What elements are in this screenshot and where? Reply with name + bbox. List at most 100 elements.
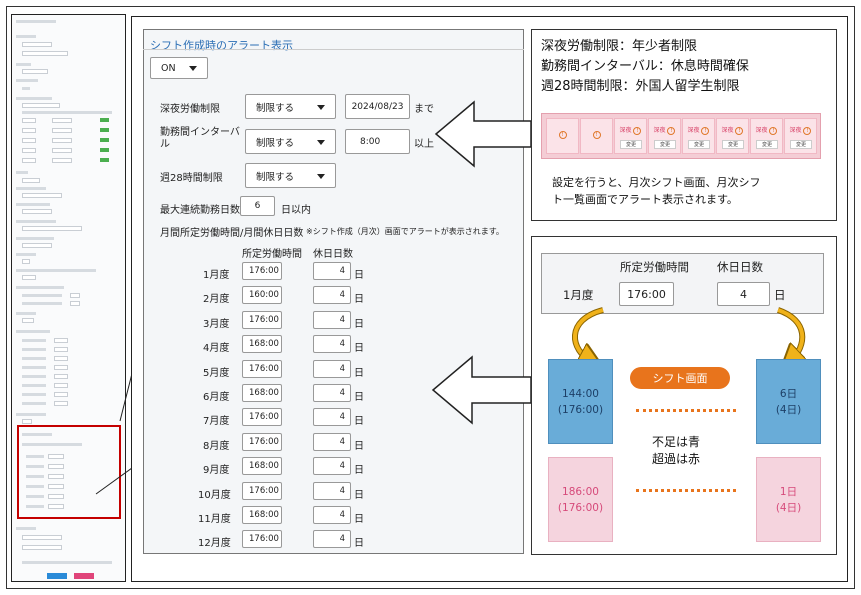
month-hours-input[interactable]: 168:00 [242, 335, 282, 354]
alert-cell: 深夜 ! 変更 [682, 118, 715, 154]
restriction-line-2: 勤務間インターバル：休息時間確保 [541, 59, 749, 74]
month-hours-input[interactable]: 176:00 [242, 359, 282, 378]
interval-label: 勤務間インターバル [160, 127, 240, 150]
warning-icon: ! [735, 127, 744, 135]
month-days-input[interactable]: 4 [313, 286, 351, 305]
change-button[interactable]: 変更 [790, 140, 812, 149]
month-label: 2月度 [203, 294, 230, 306]
month-day-unit: 日 [354, 294, 364, 306]
demo-month: 1月度 [563, 288, 594, 302]
month-label: 6月度 [203, 392, 230, 403]
demo-settings-box [541, 253, 824, 314]
alert-cell: ! [546, 118, 579, 154]
month-hours-input[interactable]: 176:00 [242, 432, 282, 451]
late-night-select-value: 制限する [256, 102, 295, 114]
shift-screen-pill: シフト画面 [630, 367, 730, 389]
alert-cell: 深夜 !変更 [750, 118, 783, 154]
late-night-date-input[interactable]: 2024/08/23 [345, 94, 410, 119]
monthly-note: ※シフト作成（月次）画面でアラートが表示されます。 [306, 227, 504, 236]
month-days-input[interactable]: 4 [313, 457, 351, 476]
excess-days-actual: 6日 [779, 387, 798, 400]
monthly-col-hours: 所定労働時間 [242, 249, 302, 260]
panel-title: シフト作成時のアラート表示 [150, 39, 293, 52]
month-day-unit: 日 [354, 489, 364, 501]
month-hours-input[interactable]: 160:00 [242, 286, 282, 305]
month-days-input[interactable]: 4 [313, 408, 351, 427]
alert-cell: 深夜 !変更 [716, 118, 749, 154]
change-button[interactable]: 変更 [722, 140, 744, 149]
demo-day-unit: 日 [774, 288, 786, 302]
month-days-input[interactable]: 4 [313, 506, 351, 524]
thumbnail-highlight-box [17, 425, 121, 519]
shortage-days-actual: 1日 [779, 485, 798, 498]
warning-icon: ! [667, 127, 676, 135]
callout-caption-line-2: ト一覧画面でアラート表示されます。 [552, 193, 738, 206]
month-days-input[interactable]: 4 [313, 262, 351, 280]
change-button[interactable]: 変更 [654, 140, 676, 149]
dotted-line-top [636, 409, 736, 412]
month-days-input[interactable]: 4 [313, 310, 351, 329]
month-day-unit: 日 [354, 343, 364, 355]
weekly-28h-select-value: 制限する [256, 171, 295, 183]
excess-hours-cell: 186:00 (176:00) [548, 457, 613, 542]
alert-cell-label: 深夜 [687, 127, 700, 134]
warning-icon: ! [592, 131, 601, 139]
late-night-select[interactable]: 制限する [245, 94, 336, 119]
interval-select[interactable]: 制限する [245, 129, 336, 154]
weekly-28h-select[interactable]: 制限する [245, 163, 336, 188]
demo-col-hours: 所定労働時間 [620, 260, 689, 274]
warning-icon: ! [769, 127, 778, 135]
monthly-label: 月間所定労働時間/月間休日日数 [160, 228, 304, 239]
demo-days-input: 4 [717, 282, 770, 306]
month-hours-input[interactable]: 168:00 [242, 384, 282, 402]
month-day-unit: 日 [354, 416, 364, 428]
legend-shortage: 不足は青 [652, 435, 701, 449]
shortage-hours-actual: 144:00 [562, 387, 599, 400]
alert-toggle-select[interactable]: ON [150, 57, 208, 79]
month-day-unit: 日 [354, 538, 364, 550]
month-days-input[interactable]: 4 [313, 530, 351, 549]
month-hours-input[interactable]: 176:00 [242, 481, 282, 500]
month-label: 10月度 [198, 489, 231, 501]
month-day-unit: 日 [354, 440, 364, 452]
alert-cell: 深夜 !変更 [648, 118, 681, 154]
alert-cell-label: 深夜 [619, 127, 632, 134]
month-label: 12月度 [198, 538, 231, 550]
alert-cell: 深夜 ! 変更 [784, 118, 817, 154]
max-consecutive-suffix: 日以内 [281, 205, 311, 216]
month-days-input[interactable]: 4 [313, 359, 351, 378]
month-days-input[interactable]: 4 [313, 384, 351, 402]
month-hours-input[interactable]: 176:00 [242, 408, 282, 427]
demo-col-days: 休日日数 [717, 260, 763, 274]
max-consecutive-input[interactable]: 6 [240, 196, 275, 216]
late-night-suffix: まで [414, 104, 434, 115]
alert-cell-label: 深夜 [789, 127, 802, 134]
late-night-label: 深夜労働制限 [160, 104, 220, 115]
month-days-input[interactable]: 4 [313, 481, 351, 500]
warning-icon: ! [803, 127, 812, 135]
month-hours-input[interactable]: 168:00 [242, 457, 282, 476]
month-label: 1月度 [203, 270, 230, 281]
chevron-down-icon [317, 173, 325, 179]
month-hours-input[interactable]: 176:00 [242, 262, 282, 280]
month-label: 8月度 [203, 440, 230, 452]
change-button[interactable]: 変更 [756, 140, 778, 149]
settings-page-thumbnail [11, 14, 126, 582]
month-days-input[interactable]: 4 [313, 335, 351, 354]
warning-icon: ! [701, 127, 710, 135]
month-day-unit: 日 [354, 392, 364, 403]
restriction-line-1: 深夜労働制限：年少者制限 [541, 39, 698, 54]
month-hours-input[interactable]: 176:00 [242, 310, 282, 329]
month-hours-input[interactable]: 168:00 [242, 506, 282, 524]
change-button[interactable]: 変更 [688, 140, 710, 149]
month-day-unit: 日 [354, 514, 364, 525]
chevron-down-icon [317, 139, 325, 145]
month-hours-input[interactable]: 176:00 [242, 530, 282, 549]
month-days-input[interactable]: 4 [313, 432, 351, 451]
weekly-28h-label: 週28時間制限 [160, 173, 223, 184]
change-button[interactable]: 変更 [620, 140, 642, 149]
interval-time-input[interactable]: 8:00 [345, 129, 410, 154]
month-label: 9月度 [203, 465, 230, 477]
alert-cell: 深夜 !変更 [614, 118, 647, 154]
